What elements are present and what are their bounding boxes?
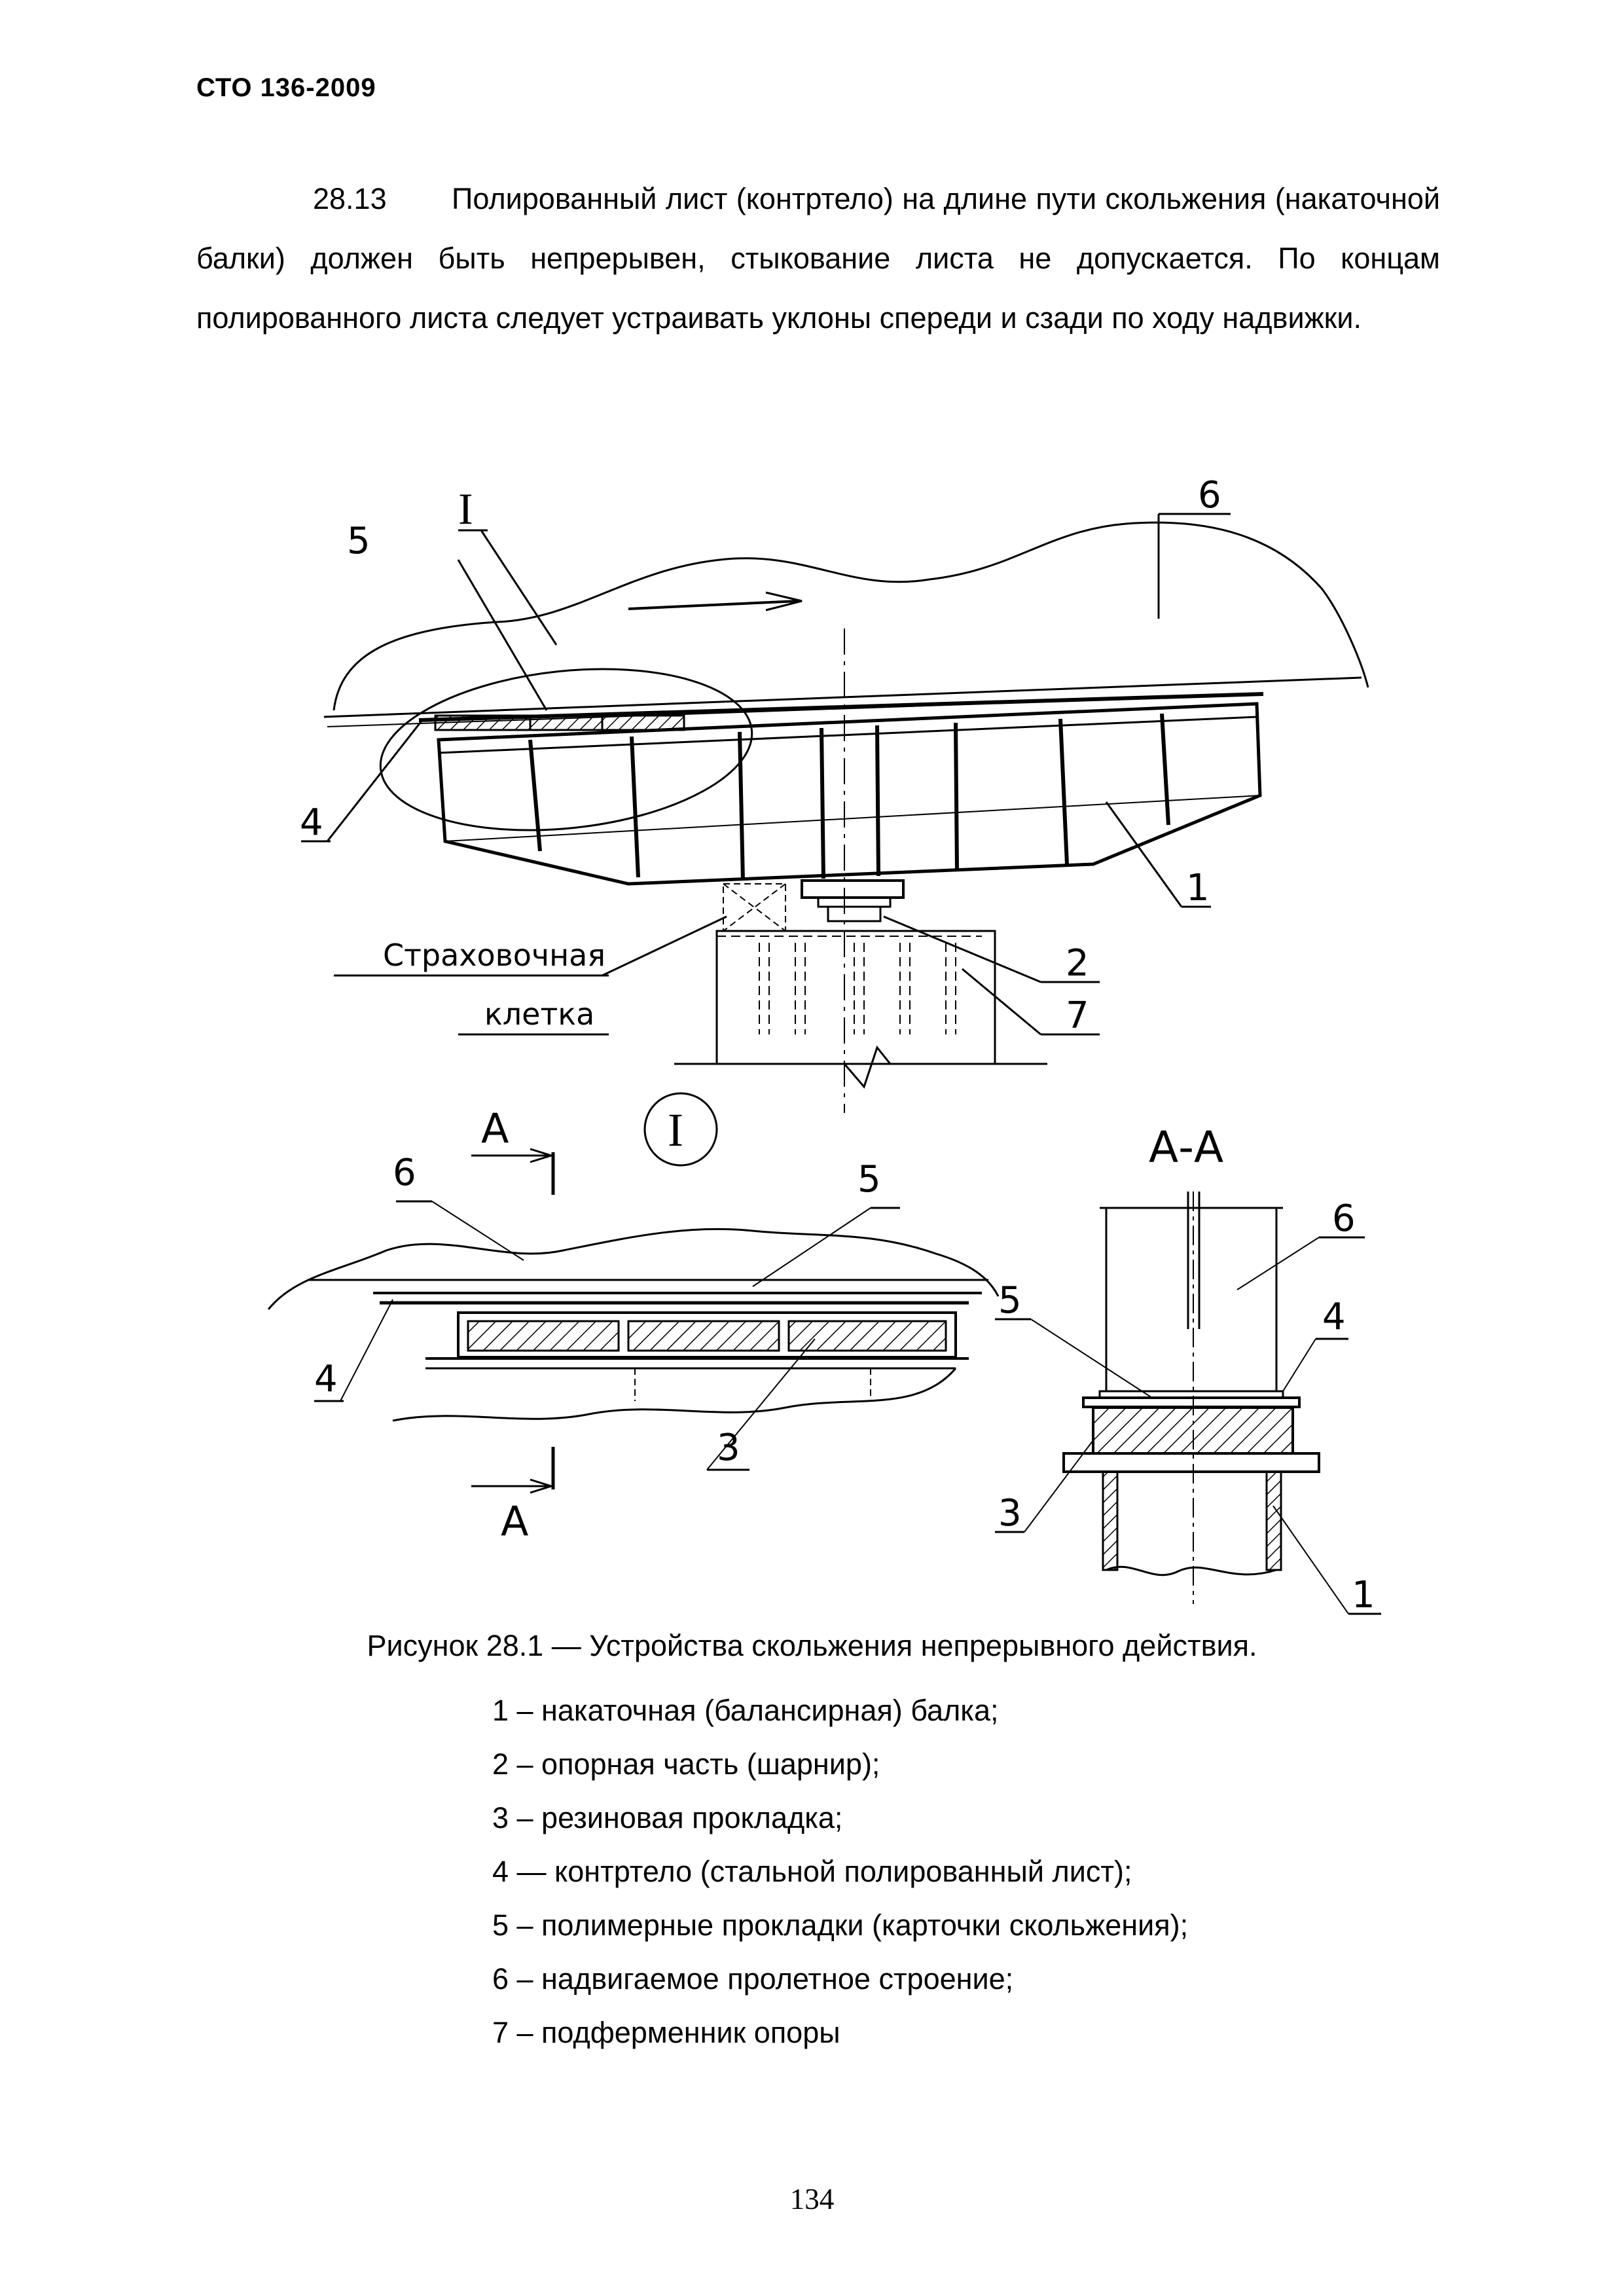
paragraph-text: Полированный лист (контртело) на длине п… <box>196 182 1440 335</box>
safety-cage-label-line2: клетка <box>484 996 594 1032</box>
legend-item: 2 – опорная часть (шарнир); <box>492 1747 880 1781</box>
legend-item: 1 – накаточная (балансирная) балка; <box>492 1694 999 1727</box>
paragraph-number: 28.13 <box>313 182 387 215</box>
section-mark-bottom: А <box>501 1497 528 1545</box>
page-number: 134 <box>789 2183 835 2215</box>
figure-legend: 1 – накаточная (балансирная) балка; 2 – … <box>492 1684 1188 2060</box>
section-aa-drawing <box>995 1192 1381 1615</box>
figure-caption: Рисунок 28.1 — Устройства скольжения неп… <box>367 1629 1257 1662</box>
section-mark-top: А <box>481 1104 509 1152</box>
top-label-6: 6 <box>1198 474 1221 517</box>
top-view-drawing <box>301 513 1369 1113</box>
detail-i-drawing <box>267 1092 1000 1494</box>
top-label-2: 2 <box>1066 942 1089 985</box>
top-label-7: 7 <box>1066 994 1089 1037</box>
section-label-1: 1 <box>1352 1574 1375 1616</box>
detail-label-6: 6 <box>393 1152 416 1194</box>
section-label-3: 3 <box>998 1492 1022 1535</box>
section-label-4: 4 <box>1322 1296 1346 1338</box>
legend-item: 4 — контртело (стальной полированный лис… <box>492 1855 1132 1888</box>
detail-circle-label: I <box>668 1104 683 1156</box>
document-code-header: СТО 136-2009 <box>196 73 376 102</box>
detail-label-3: 3 <box>717 1427 740 1469</box>
detail-label-5: 5 <box>857 1158 881 1201</box>
safety-cage-label-line1: Страховочная <box>383 938 605 973</box>
legend-item: 5 – полимерные прокладки (карточки сколь… <box>492 1908 1189 1942</box>
superstructure-outline <box>333 521 1369 711</box>
legend-item: 6 – надвигаемое пролетное строение; <box>492 1962 1014 1995</box>
top-label-detail-i: I <box>458 484 473 534</box>
top-label-5: 5 <box>347 520 370 562</box>
section-label-5: 5 <box>998 1279 1022 1322</box>
legend-item: 7 – подферменник опоры <box>492 2016 840 2049</box>
top-label-4: 4 <box>300 801 323 844</box>
detail-label-4: 4 <box>314 1358 338 1400</box>
section-aa-title: А-А <box>1149 1122 1223 1173</box>
legend-item: 3 – резиновая прокладка; <box>492 1801 843 1834</box>
section-label-6: 6 <box>1332 1197 1356 1240</box>
top-label-1: 1 <box>1186 867 1210 909</box>
